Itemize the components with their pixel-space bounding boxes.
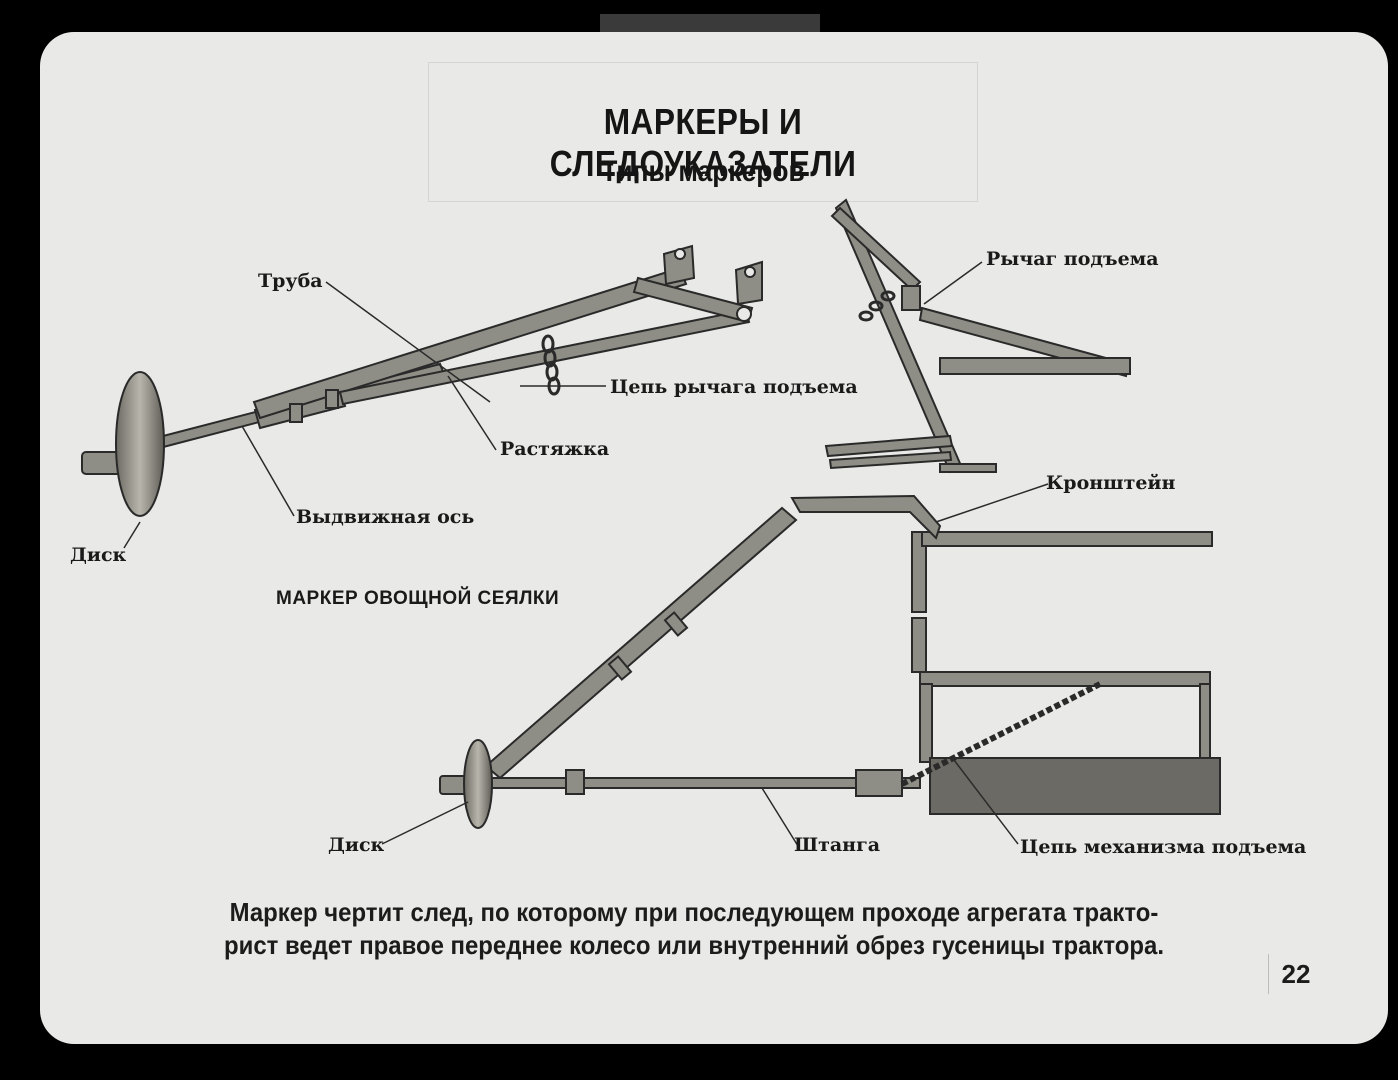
label-rastyazhka: Растяжка bbox=[500, 438, 610, 460]
leader-lines bbox=[123, 261, 1049, 847]
caption-line-2: рист ведет правое переднее колесо или вн… bbox=[224, 930, 1164, 960]
label-rychag-podema: Рычаг подъема bbox=[986, 248, 1159, 270]
top-marker-drawing bbox=[81, 244, 763, 517]
filmstrip-slide: МАРКЕРЫ И СЛЕДОУКАЗАТЕЛИ Типы маркеров bbox=[40, 32, 1388, 1044]
label-cep-mehanizma: Цепь механизма подъема bbox=[1020, 836, 1307, 858]
label-kronshtein: Кронштейн bbox=[1046, 472, 1176, 494]
seeder-box bbox=[929, 757, 1221, 815]
film-edge bbox=[600, 14, 820, 32]
seeder-marker-drawing bbox=[439, 494, 1221, 829]
frame-post bbox=[911, 531, 927, 613]
cross-bar bbox=[632, 276, 754, 324]
caption: Маркер чертит след, по которому при посл… bbox=[151, 896, 1237, 962]
seeder-disc bbox=[463, 739, 493, 829]
caption-line-1: Маркер чертит след, по которому при посл… bbox=[229, 897, 1159, 927]
diagonal-pipe bbox=[484, 506, 798, 780]
rod-shtanga bbox=[479, 777, 921, 789]
label-shtanga: Штанга bbox=[794, 834, 881, 856]
slide-subtitle: Типы маркеров bbox=[601, 155, 805, 188]
label-vydvizhnaya-os: Выдвижная ось bbox=[296, 506, 475, 528]
label-truba: Труба bbox=[258, 270, 323, 292]
lift-mechanism-chain bbox=[900, 681, 1102, 787]
label-cep-rychaga: Цепь рычага подъема bbox=[610, 376, 858, 398]
lever-arm bbox=[834, 198, 964, 474]
slide-title: МАРКЕРЫ И СЛЕДОУКАЗАТЕЛИ bbox=[549, 101, 857, 184]
label-disk-top: Диск bbox=[70, 544, 127, 566]
main-tube bbox=[252, 266, 688, 420]
marker-disc bbox=[115, 371, 165, 517]
lift-lever-drawing bbox=[824, 198, 1131, 474]
page-number: 22 bbox=[1268, 954, 1323, 994]
section-title: МАРКЕР ОВОЩНОЙ СЕЯЛКИ bbox=[276, 588, 560, 609]
title-box: МАРКЕРЫ И СЛЕДОУКАЗАТЕЛИ Типы маркеров bbox=[428, 62, 978, 202]
label-disk-bottom: Диск bbox=[328, 834, 385, 856]
marker-illustrations bbox=[81, 198, 1221, 847]
